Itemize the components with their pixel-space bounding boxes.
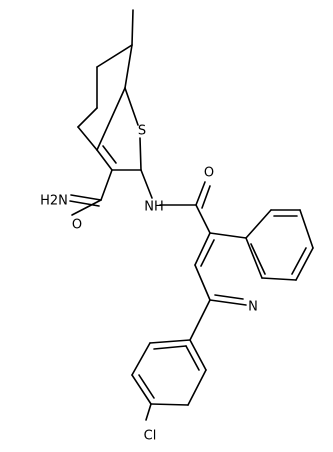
amide-oxygen-1-label: O — [72, 218, 82, 233]
bond-lines — [69, 9, 314, 421]
amide-nh2-label: H2N — [40, 194, 68, 209]
chlorine-label: Cl — [144, 429, 157, 444]
nh-label: NH — [144, 200, 164, 215]
sulfur-label: S — [138, 124, 146, 139]
amide-oxygen-2-label: O — [204, 166, 214, 181]
atom-labels: S H2N O NH O N Cl — [40, 124, 258, 444]
quinoline-nitrogen-label: N — [248, 300, 258, 315]
